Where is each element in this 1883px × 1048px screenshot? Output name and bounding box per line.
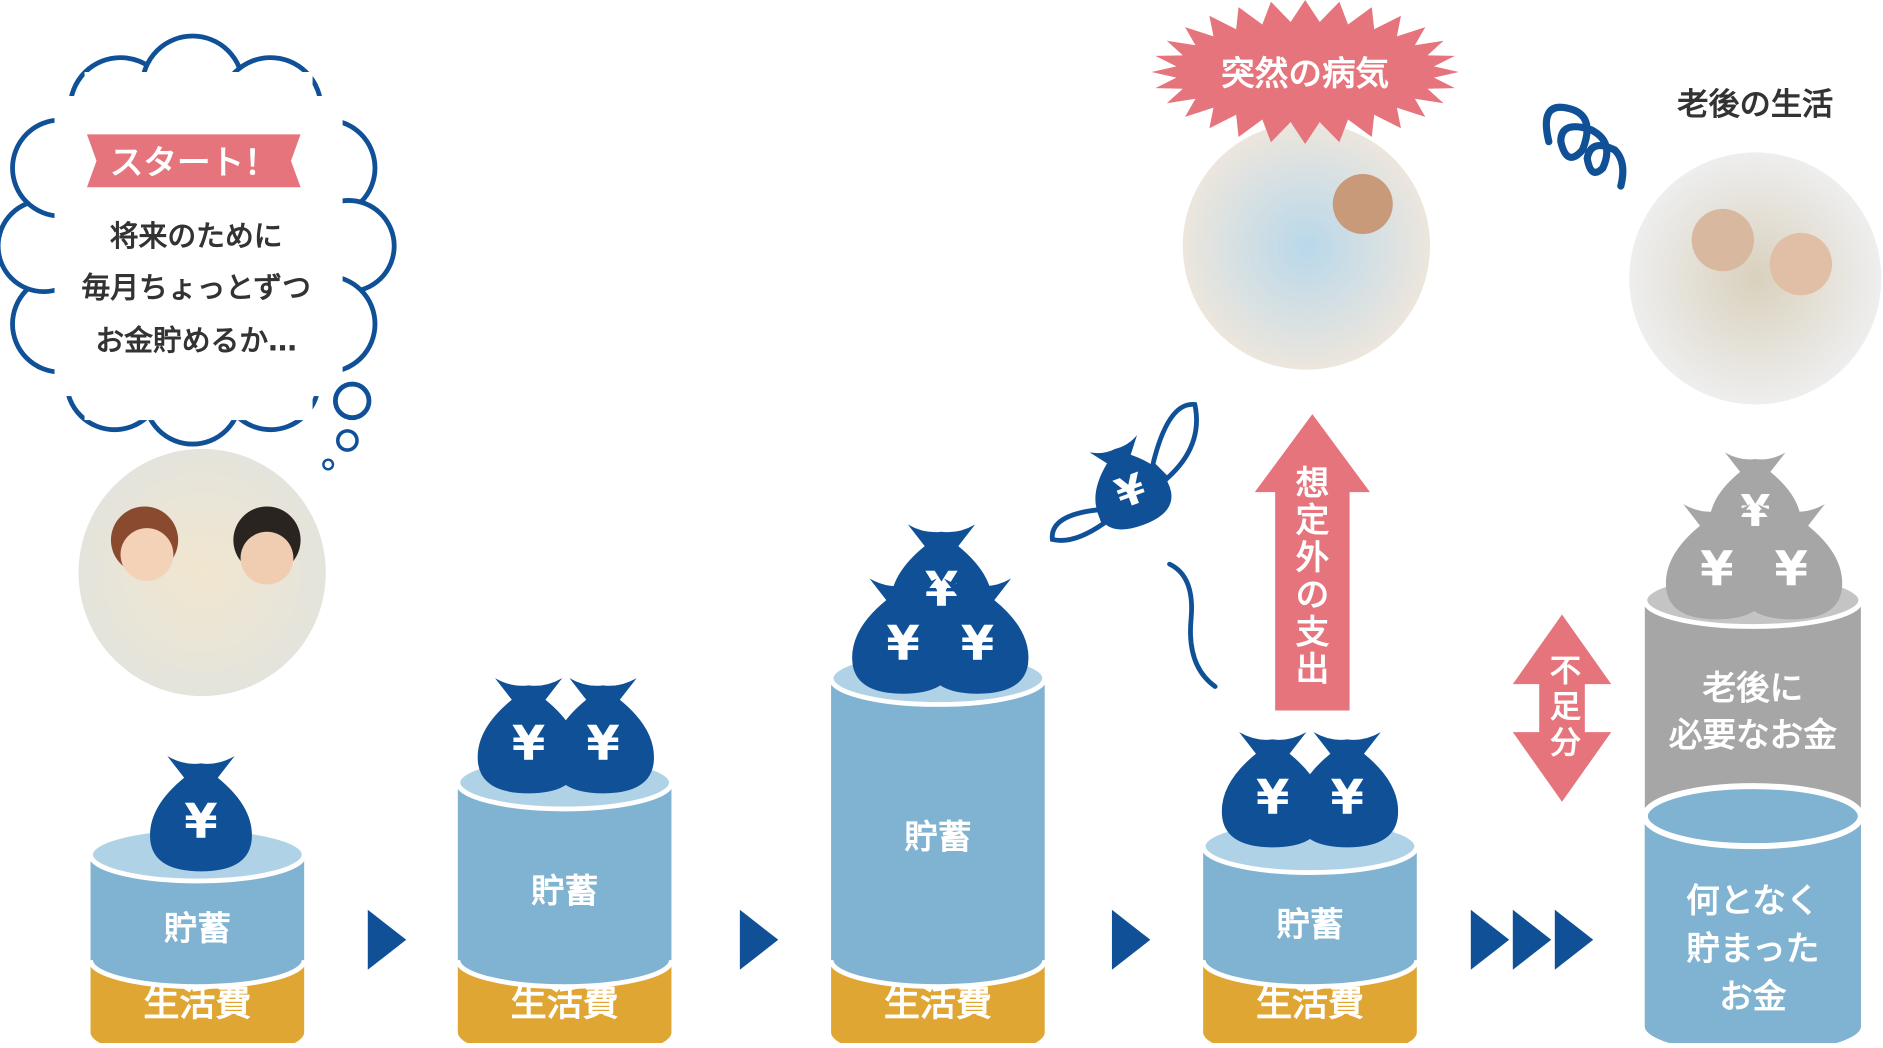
money-bag-icon: ¥ — [477, 678, 580, 794]
yen-mark: ¥ — [184, 794, 217, 850]
yen-mark: ¥ — [1775, 542, 1808, 598]
yen-mark: ¥ — [886, 616, 919, 672]
savings-segment — [831, 678, 1045, 987]
wing-icon — [1150, 402, 1199, 482]
segment-divider — [828, 959, 1048, 989]
needed-money-label: 老後に — [1702, 669, 1803, 708]
start-label: スタート！ — [110, 143, 278, 182]
money-bag-icon: ¥ — [1296, 732, 1399, 848]
saved-money-label: 何となく — [1686, 881, 1819, 920]
yen-mark: ¥ — [1256, 770, 1289, 826]
couple-photo — [78, 448, 326, 697]
shortfall-label: 不足分 — [1544, 654, 1581, 762]
thought-line: 将来のために — [110, 219, 283, 253]
squiggle-icon — [1167, 561, 1218, 689]
savings-label: 貯蓄 — [164, 909, 231, 948]
savings-label: 貯蓄 — [904, 818, 971, 857]
saved-money-label: お金 — [1719, 977, 1787, 1016]
money-bag-icon: ¥ — [852, 578, 955, 694]
arrow-right-icon — [1470, 909, 1510, 970]
needed-money-label: 必要なお金 — [1669, 716, 1837, 755]
money-bag-icon: ¥ — [150, 756, 252, 872]
thought-dot — [332, 381, 372, 421]
illness-label: 突然の病気 — [1221, 54, 1389, 93]
sick-man-photo — [1182, 122, 1430, 370]
savings-segment — [90, 854, 305, 987]
money-bag-icon: ¥ — [1740, 504, 1843, 620]
start-ribbon — [86, 134, 301, 188]
elderly-couple-photo — [1629, 152, 1882, 405]
thought-line: 毎月ちょっとずつ — [81, 271, 311, 305]
living-cost-label: 生活費 — [1256, 983, 1364, 1024]
money-bag-icon: ¥ — [926, 578, 1029, 694]
saved-money-segment — [1644, 816, 1861, 1048]
illness-burst: 突然の病気 — [1151, 0, 1459, 145]
thought-line: お金貯めるか… — [95, 323, 297, 357]
yen-mark: ¥ — [1330, 770, 1363, 826]
yen-mark: ¥ — [961, 616, 994, 672]
arrow-right-icon — [1512, 909, 1552, 970]
flying-money-bag-icon: ¥ — [1049, 402, 1199, 543]
saved-money-label: 貯まった — [1686, 929, 1819, 968]
saved-money-top — [1641, 783, 1864, 850]
stages: ¥貯蓄生活費¥¥貯蓄生活費¥¥¥貯蓄生活費¥¥貯蓄生活費¥¥¥老後に必要なお金何… — [88, 452, 1864, 1048]
money-bag-icon: ¥ — [552, 678, 654, 794]
shortfall-arrow: 不足分 — [1512, 614, 1612, 802]
wing-icon — [1049, 507, 1107, 543]
unexpected-expense-arrow: 想定外の支出 — [1254, 414, 1370, 711]
worry-spiral-icon — [1542, 103, 1627, 190]
burst-shape — [1151, 0, 1459, 145]
segment-divider — [88, 959, 307, 989]
thought-bubble: スタート！ 将来のために 毎月ちょっとずつ お金貯めるか… — [0, 33, 397, 471]
segment-divider — [1200, 959, 1420, 989]
living-cost-label: 生活費 — [143, 983, 251, 1024]
thought-dot — [322, 458, 335, 471]
savings-segment — [457, 782, 672, 987]
savings-label: 貯蓄 — [1276, 905, 1343, 944]
thought-dot — [335, 429, 359, 452]
yen-mark: ¥ — [512, 716, 545, 772]
arrow-right-icon — [1111, 909, 1151, 970]
arrow-right-icon — [739, 909, 779, 970]
yen-mark: ¥ — [586, 716, 619, 772]
savings-label: 貯蓄 — [531, 872, 598, 911]
arrow-right-icon — [1554, 909, 1594, 970]
yen-mark: ¥ — [1700, 542, 1733, 598]
segment-divider — [455, 959, 674, 989]
money-bag-icon: ¥ — [1665, 504, 1768, 620]
living-cost-label: 生活費 — [511, 983, 619, 1024]
living-cost-label: 生活費 — [884, 983, 992, 1024]
unexpected-expense-label: 想定外の支出 — [1296, 463, 1330, 688]
retirement-title: 老後の生活 — [1677, 87, 1833, 123]
money-bag-icon: ¥ — [1221, 732, 1324, 848]
progress-arrows — [367, 909, 1594, 970]
savings-segment — [1203, 846, 1417, 987]
arrow-right-icon — [367, 909, 407, 970]
